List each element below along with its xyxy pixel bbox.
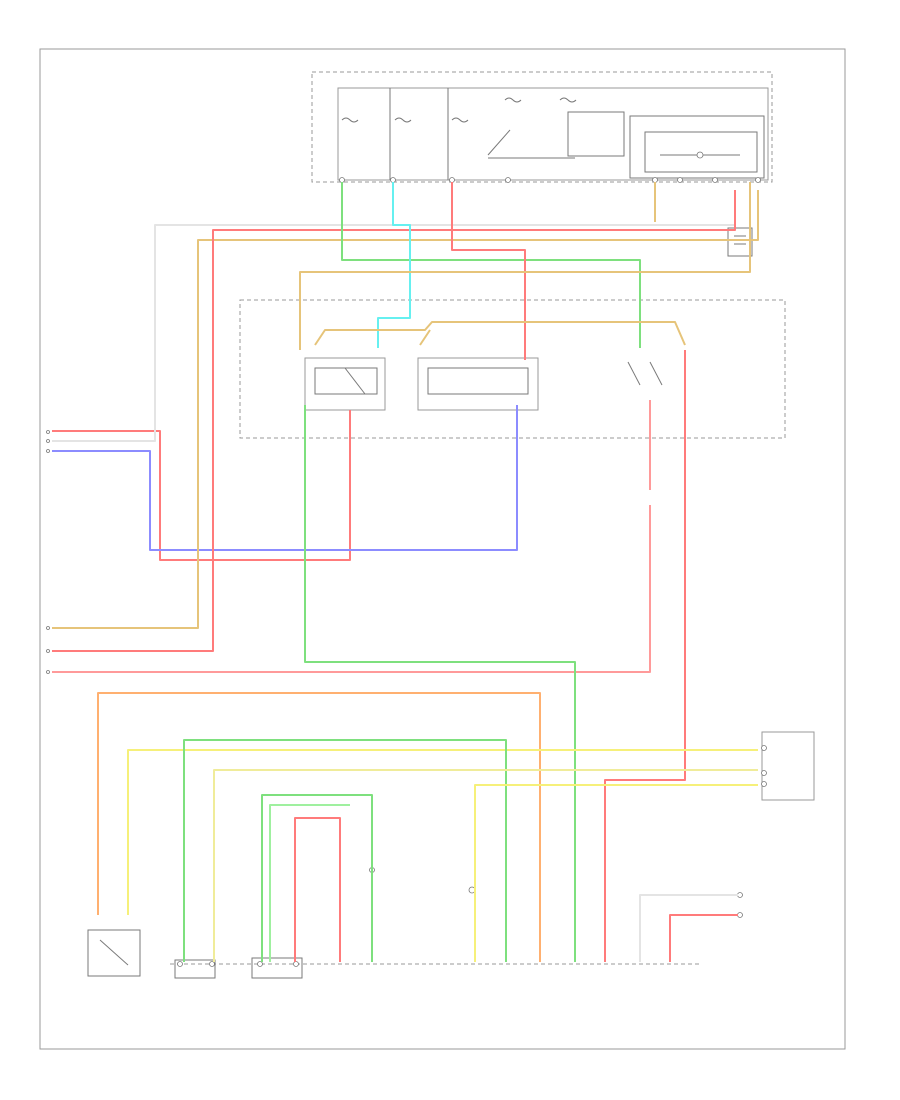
- wire-red-top: [451, 182, 526, 360]
- wire-white-bottom: [639, 894, 738, 962]
- wire-blue-left: [52, 405, 518, 551]
- wire-lyellow-mid: [213, 769, 758, 962]
- wire-tan-bus: [314, 321, 686, 346]
- wire-yellow-long: [127, 749, 758, 915]
- wire-yellow-short: [474, 784, 758, 962]
- wire-pink-low-left: [52, 505, 651, 673]
- left-connectors: [46, 430, 50, 674]
- wire-orange-big: [97, 692, 541, 962]
- wire-red-bottom: [669, 914, 738, 962]
- wire-red-mid-left: [52, 190, 736, 652]
- diagram-frame: [39, 48, 846, 1050]
- wire-cyan-top: [377, 182, 411, 348]
- middle-module-box: [239, 299, 786, 439]
- wire-green-inner: [261, 794, 373, 962]
- wire-green-sensor: [304, 405, 576, 962]
- right-sensor-connector: [761, 731, 815, 801]
- wire-green-top: [341, 182, 641, 348]
- top-fuse-box: [311, 71, 773, 183]
- wires-layer: [52, 182, 759, 962]
- wire-white-left: [52, 224, 735, 442]
- relay-ground-block: [727, 227, 753, 257]
- wire-red-sensor: [604, 350, 686, 962]
- wire-red-top-left: [52, 410, 351, 561]
- wire-red-inner: [294, 817, 341, 962]
- wire-tan-module: [299, 182, 751, 350]
- wire-tan-bus-2: [419, 329, 431, 346]
- bottom-components: [87, 867, 743, 979]
- wire-tan-left: [52, 190, 759, 629]
- wire-green-long: [183, 739, 507, 962]
- wire-lgreen-inner: [269, 804, 350, 962]
